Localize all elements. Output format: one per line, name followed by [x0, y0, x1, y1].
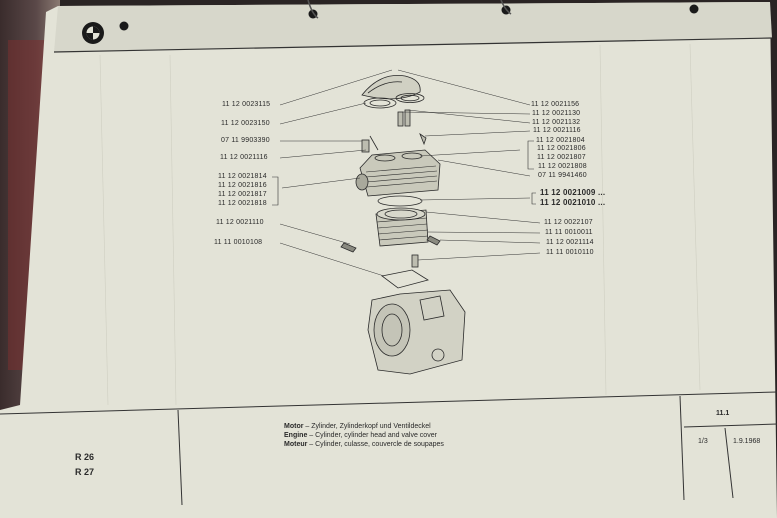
title-line-french: Moteur – Cylinder, culasse, couvercle de…	[284, 441, 444, 448]
part-label-left: 11 12 0021110	[216, 219, 264, 226]
part-label-right: 11 12 0021010 ...	[540, 198, 606, 207]
section-number: 11.1	[716, 410, 730, 417]
model-r26: R 26	[75, 452, 95, 462]
title-block-frame	[0, 391, 777, 506]
part-label-left: 11 12 0021817	[218, 191, 267, 198]
part-label-left: 11 12 0021116	[220, 154, 268, 161]
part-label-right: 11 12 0021116	[533, 127, 581, 134]
model-r27: R 27	[75, 467, 95, 477]
part-label-right: 11 12 0021114	[546, 239, 594, 246]
label-brackets	[272, 140, 536, 206]
title-line-german: Motor – Zylinder, Zylinderkopf und Venti…	[284, 423, 431, 430]
title-line-english: Engine – Cylinder, cylinder head and val…	[284, 432, 437, 439]
header-rule	[53, 37, 773, 53]
binder-hole-icon	[119, 4, 699, 31]
header-band	[54, 2, 772, 52]
part-label-right: 11 12 0022107	[544, 219, 593, 226]
part-label-right: 11 12 0021132	[532, 119, 581, 126]
part-label-left: 11 11 0010108	[214, 239, 263, 246]
exploded-drawing	[340, 75, 466, 375]
part-label-right: 07 11 9941460	[538, 172, 587, 179]
part-label-right: 11 12 0021130	[532, 110, 581, 117]
issue-date: 1.9.1968	[733, 438, 761, 445]
leader-lines	[279, 69, 541, 277]
part-label-right: 11 11 0010110	[546, 249, 594, 256]
part-label-right: 11 11 0010011	[545, 229, 593, 236]
part-label-left: 07 11 9903390	[221, 137, 270, 144]
part-label-right: 11 12 0021808	[538, 163, 587, 170]
part-label-left: 11 12 0023150	[221, 120, 270, 127]
part-label-right: 11 12 0021156	[531, 101, 580, 108]
part-label-right: 11 12 0021807	[537, 154, 586, 161]
bmw-logo-icon	[82, 22, 104, 44]
paper-grid	[99, 43, 701, 406]
part-label-right: 11 12 0021804	[536, 137, 585, 144]
part-label-right: 11 12 0021806	[537, 145, 586, 152]
part-label-left: 11 12 0021818	[218, 200, 267, 207]
part-label-left: 11 12 0023115	[222, 101, 271, 108]
sheet-number: 1/3	[698, 438, 708, 445]
part-label-right: 11 12 0021009 ...	[540, 188, 606, 197]
part-label-left: 11 12 0021814	[218, 173, 267, 180]
binder-rings	[307, 0, 512, 19]
part-label-left: 11 12 0021816	[218, 182, 267, 189]
